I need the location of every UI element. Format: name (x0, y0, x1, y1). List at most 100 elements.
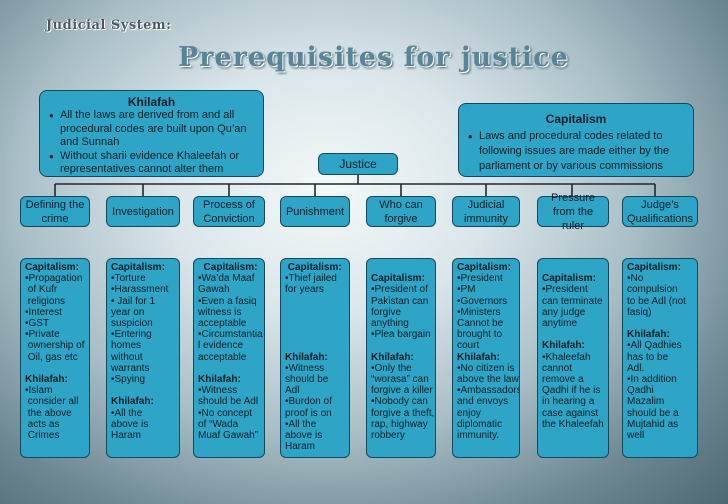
detail-heading-capitalism: Capitalism: (457, 262, 511, 273)
detail-line: •All the (111, 407, 143, 419)
detail-line: forgive a killer (371, 385, 433, 397)
detail-line: should be (285, 373, 329, 385)
detail-line: rap, highway (371, 418, 428, 430)
detail-line: warrants (111, 362, 150, 374)
capitalism-bullet-list: Laws and procedural codes related to fol… (467, 129, 685, 174)
khilafah-box-title: Khilafah (127, 95, 176, 109)
detail-heading-khilafah: Khilafah: (25, 374, 68, 386)
detail-heading-khilafah: Khilafah: (371, 351, 414, 363)
detail-line: •All the (285, 418, 317, 430)
detail-line: ownership of (25, 340, 85, 352)
detail-heading-capitalism: Capitalism: (111, 262, 165, 273)
column-header-label: Investigation (112, 205, 174, 218)
column-header-label: Punishment (285, 205, 345, 218)
detail-line: enjoy (457, 407, 481, 419)
detail-line: •Governors (457, 295, 508, 307)
detail-line: forgive a theft, (371, 407, 435, 419)
detail-line: should be Adl (198, 396, 259, 408)
detail-line: Qadhi (627, 385, 654, 397)
detail-line: consider all (25, 396, 79, 408)
detail-line: •Witness (285, 362, 325, 374)
detail-line: can terminate (542, 295, 603, 307)
column-detail-defining-crime: Capitalism:•Propagation of Kufr religion… (20, 258, 90, 458)
detail-line: well (627, 430, 645, 442)
page-title: Prerequisites for justice (178, 42, 569, 73)
detail-line: above the law (457, 374, 519, 386)
detail-line: • Jail for 1 (111, 295, 156, 307)
detail-line: forgive (371, 306, 402, 318)
detail-line: •No citizen is (457, 362, 515, 374)
section-label: Judicial System: (46, 18, 172, 33)
detail-line: for years (285, 284, 324, 296)
detail-line: •Plea bargain (371, 329, 431, 341)
detail-line: •Harassment (111, 284, 169, 296)
detail-line: without (111, 351, 143, 363)
column-header-label: Pressure from the ruler (550, 191, 596, 232)
detail-line: Haram (111, 430, 142, 442)
detail-line: Gawah (198, 284, 230, 296)
detail-line: Mazalim (627, 396, 665, 408)
detail-line: •Entering (111, 329, 152, 341)
column-header-judge-qualifications: Judge’s Qualifications (622, 196, 698, 227)
detail-line: •President (542, 284, 588, 296)
detail-line: anything (371, 318, 409, 329)
detail-spacer (371, 340, 431, 351)
detail-heading-khilafah: Khilafah: (198, 374, 241, 386)
detail-spacer (285, 329, 345, 340)
detail-line: brought to (457, 329, 503, 341)
detail-line: •Only the (371, 362, 412, 374)
detail-line: in hearing a (542, 396, 595, 408)
detail-line: cannot (542, 362, 573, 374)
detail-line: to be Adl (not (627, 295, 686, 307)
capitalism-box: Capitalism Laws and procedural codes rel… (458, 103, 694, 177)
detail-line: Haram (285, 441, 316, 453)
detail-line: acts as (25, 418, 60, 430)
detail-line: Pakistan can (371, 295, 429, 307)
column-header-label: Judge’s Qualifications (626, 198, 694, 225)
detail-line: has to be (627, 351, 669, 363)
detail-heading-capitalism: Capitalism: (542, 273, 596, 285)
detail-line: year on (111, 306, 145, 318)
detail-line: should be a (627, 407, 679, 419)
khilafah-bullet: Without sharii evidence Khaleefah or rep… (49, 150, 255, 177)
detail-line: immunity. (457, 430, 500, 442)
detail-line: •President of (371, 284, 428, 296)
detail-line: •Wa’da Maaf (198, 273, 255, 285)
column-detail-judicial-immunity: Capitalism:•President•PM•Governors•Minis… (452, 258, 520, 458)
detail-line: religions (25, 295, 66, 307)
detail-line: •Torture (111, 273, 146, 285)
detail-line: Oil, gas etc (25, 351, 78, 363)
detail-line: of Kufr (25, 284, 58, 296)
column-header-who-can-forgive: Who can forgive (366, 196, 436, 227)
detail-line: •No (627, 273, 644, 285)
detail-line: •GST (25, 318, 50, 330)
column-header-process-conviction: Process of Conviction (193, 196, 265, 227)
khilafah-bullet-list: All the laws are derived from and all pr… (48, 109, 255, 177)
detail-line: above is (111, 418, 149, 430)
detail-spacer (542, 262, 604, 273)
detail-spacer (25, 363, 85, 374)
detail-spacer (111, 385, 175, 396)
column-header-investigation: Investigation (106, 196, 180, 227)
detail-line: of “Wada (198, 418, 239, 430)
detail-line: robbery (371, 430, 405, 442)
detail-line: acceptable (198, 318, 247, 330)
detail-line: Adl (285, 385, 300, 397)
capitalism-box-title: Capitalism (545, 112, 607, 126)
detail-spacer (198, 363, 260, 374)
detail-line: •Ministers (457, 306, 501, 318)
detail-heading-capitalism: Capitalism: (25, 262, 79, 273)
detail-line: •Interest (25, 306, 62, 318)
detail-line: l evidence (198, 340, 244, 352)
detail-line: Mujtahid as (627, 418, 679, 430)
detail-line: homes (111, 340, 142, 352)
column-detail-investigation: Capitalism:•Torture•Harassment• Jail for… (106, 258, 180, 458)
detail-line: anytime (542, 318, 578, 329)
detail-line: Adl. (627, 362, 645, 374)
detail-spacer (542, 329, 604, 340)
column-header-judicial-immunity: Judicial immunity (452, 196, 520, 227)
detail-line: •Islam (25, 385, 53, 397)
